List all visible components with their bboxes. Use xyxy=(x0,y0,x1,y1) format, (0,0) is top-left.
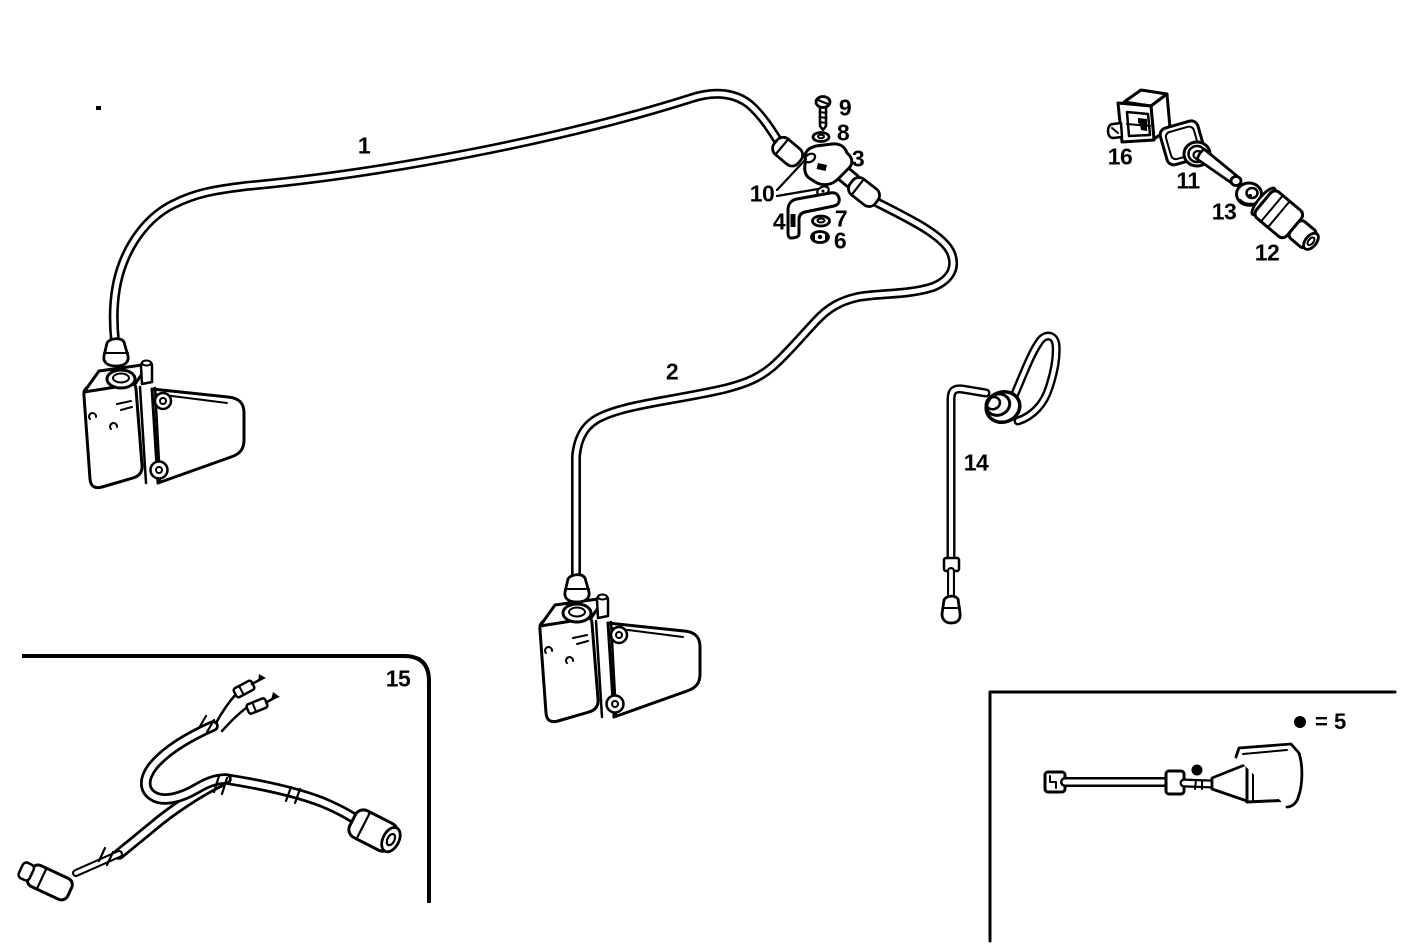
callout-4: 4 xyxy=(772,208,786,235)
part-5-dot xyxy=(1191,764,1203,776)
callout-11: 11 xyxy=(1176,167,1200,194)
supply-tube-1 xyxy=(102,88,805,368)
callout-12: 12 xyxy=(1254,239,1280,266)
callout-3: 3 xyxy=(851,145,865,172)
tube-2-ferrule xyxy=(847,176,881,208)
connector-housing-16 xyxy=(1106,88,1172,144)
cable-connector-right xyxy=(347,808,402,854)
supply-tube-2 xyxy=(563,195,959,604)
callout-9: 9 xyxy=(838,94,852,121)
washer-reservoir xyxy=(82,359,246,490)
legend: = 5 xyxy=(1294,711,1346,733)
callout-1: 1 xyxy=(357,132,371,159)
washer-reservoir-2 xyxy=(538,593,702,724)
callout-16: 16 xyxy=(1107,143,1133,170)
callout-6: 6 xyxy=(833,227,847,254)
clamp-bracket-4 xyxy=(786,191,841,240)
nut-6 xyxy=(810,230,830,244)
washer-7 xyxy=(811,214,831,228)
ring-nut-13 xyxy=(1235,181,1263,207)
wire-terminal-2 xyxy=(245,697,269,715)
plug-12 xyxy=(1250,186,1320,251)
cable-connector-left xyxy=(17,861,74,902)
pump-connector-5 xyxy=(1043,742,1304,809)
legend-text: = 5 xyxy=(1315,709,1347,734)
callout-14: 14 xyxy=(963,449,989,476)
callout-7: 7 xyxy=(834,205,848,232)
callout-15: 15 xyxy=(385,665,411,692)
drain-hose-14 xyxy=(940,331,1061,625)
callout-10: 10 xyxy=(749,180,775,207)
ink-speck xyxy=(96,106,101,110)
legend-dot-icon xyxy=(1294,716,1306,728)
screw-9 xyxy=(814,95,832,132)
toggle-switch-11 xyxy=(1158,119,1243,187)
callout-2: 2 xyxy=(665,358,679,385)
inset-box-15 xyxy=(22,654,431,903)
t-connector-assembly xyxy=(775,95,881,244)
t-connector-3 xyxy=(803,142,861,197)
cable-assembly-15 xyxy=(17,674,402,902)
wire-terminal-1 xyxy=(232,679,256,699)
inset-box-5 xyxy=(988,690,1397,943)
callout-8: 8 xyxy=(836,119,850,146)
callout-13: 13 xyxy=(1211,198,1237,225)
leader-lines-10 xyxy=(775,157,820,198)
